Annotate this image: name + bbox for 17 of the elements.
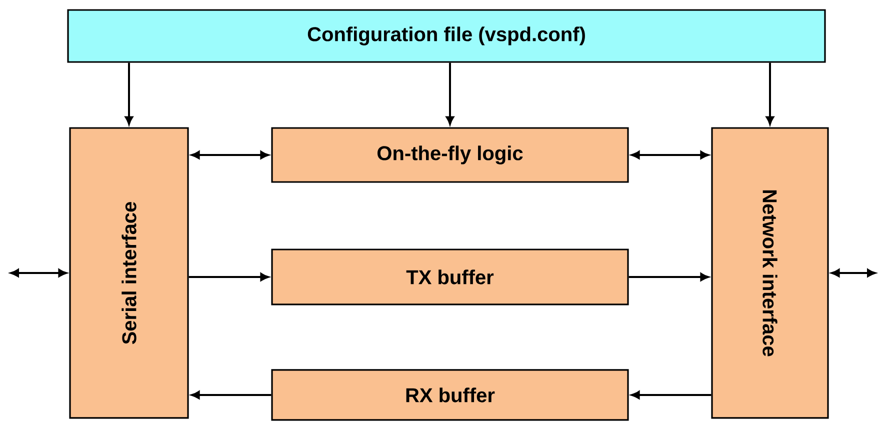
interface-box: Network interface [711,127,829,419]
file-box: Configuration file (vspd.conf) [67,9,826,63]
arrow [10,268,67,278]
buffer-box: RX buffer [271,369,629,421]
buffer-box: TX buffer [271,248,629,306]
interface-box: Serial interface [69,127,189,419]
arrow [124,62,134,125]
arrow [631,150,709,160]
arrow [631,390,712,400]
arrow [191,150,269,160]
arrow [766,62,774,125]
arrow [831,268,876,278]
arrow [191,390,272,400]
logic-box: On-the-fly logic [271,127,629,183]
arrow [188,272,269,282]
arrow [446,62,454,125]
arrow [628,272,709,282]
